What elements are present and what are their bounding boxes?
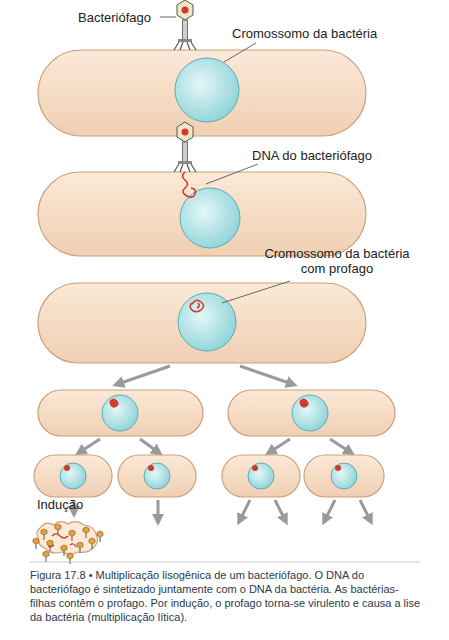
induction-label: Indução [37,497,107,512]
chromosome-label: Cromossomo da bactéria [232,26,402,41]
released-phage [43,551,49,562]
daughter-cell [34,455,112,497]
prophage [148,465,154,471]
prophage [335,465,341,471]
nucleoid [331,463,357,489]
released-phage [55,524,61,535]
dna-label: DNA do bacteriófago [252,148,402,163]
daughter-cell [118,455,196,497]
released-phage [77,542,83,553]
released-phage [47,540,53,551]
released-phage [69,530,75,541]
prophage [252,465,258,471]
released-phage [41,529,47,540]
released-phage [89,538,95,549]
daughter-cell [222,455,300,497]
released-phage [61,545,67,556]
prophage [64,465,70,471]
nucleoid [248,463,274,489]
prophage-label: Cromossomo da bactéria com profago [262,246,412,276]
nucleoid [144,463,170,489]
released-phage [83,527,89,538]
figure-caption: Figura 17.8 • Multiplicação lisogênica d… [30,568,422,624]
daughter-cell [304,455,384,497]
phage-label: Bacteriófago [78,10,160,25]
released-phage [97,531,103,542]
nucleoid [60,463,86,489]
released-phage [33,538,39,549]
